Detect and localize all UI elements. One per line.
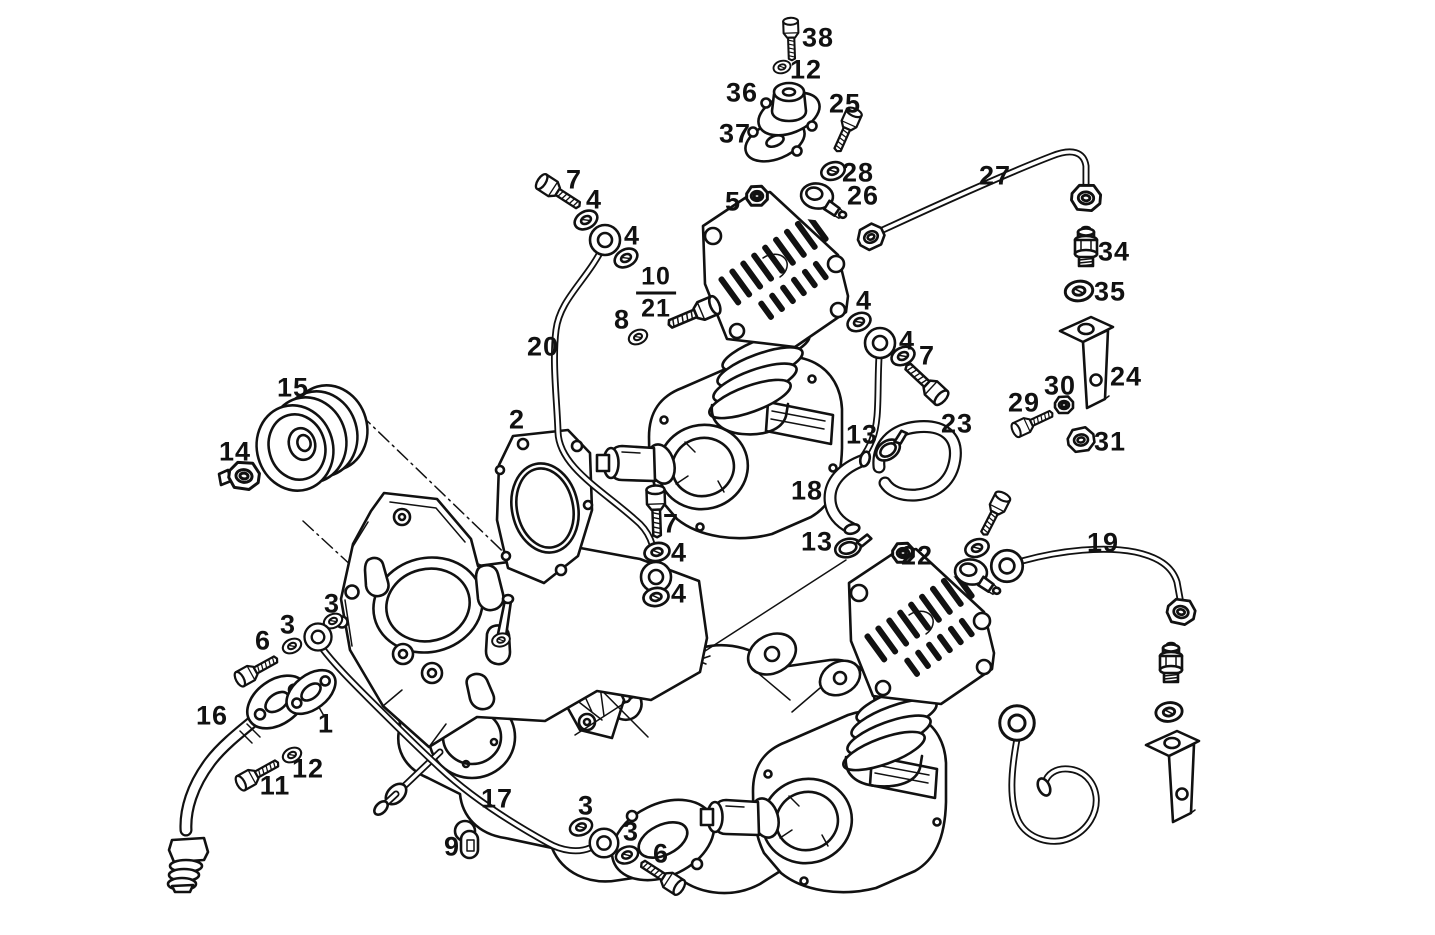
- oil-hose-16: [166, 674, 308, 894]
- callout-35: 35: [1093, 276, 1127, 307]
- pipe-17: [303, 622, 620, 859]
- callout-3: 3: [577, 790, 595, 821]
- callout-38: 38: [801, 22, 835, 53]
- clip-9: [453, 819, 480, 860]
- callout-4: 4: [670, 537, 688, 568]
- callout-3: 3: [279, 609, 297, 640]
- callout-15: 15: [276, 372, 310, 403]
- callout-31: 31: [1093, 426, 1127, 457]
- callout-36: 36: [725, 77, 759, 108]
- callout-12: 12: [789, 54, 823, 85]
- callout-4: 4: [855, 285, 873, 316]
- callout-30: 30: [1043, 370, 1077, 401]
- callout-17: 17: [480, 783, 514, 814]
- flange-gasket-1: [285, 668, 337, 717]
- callout-34: 34: [1097, 236, 1131, 267]
- callout-4: 4: [585, 184, 603, 215]
- callout-13: 13: [845, 419, 879, 450]
- callout-25: 25: [828, 88, 862, 119]
- pulley: [255, 384, 369, 492]
- callout-23: 23: [940, 408, 974, 439]
- callout-22: 22: [900, 540, 934, 571]
- callout-26: 26: [846, 180, 880, 211]
- downpipe-and-hoses: [823, 326, 962, 562]
- callout-11: 11: [259, 770, 291, 801]
- callout-7: 7: [918, 340, 936, 371]
- mounting-bracket: [335, 491, 709, 749]
- callout-18: 18: [790, 475, 824, 506]
- pump-stud: [489, 593, 515, 650]
- callout-7: 7: [565, 164, 583, 195]
- callout-14: 14: [218, 436, 252, 467]
- callout-4: 4: [670, 578, 688, 609]
- callout-4: 4: [898, 325, 916, 356]
- callout-3: 3: [622, 816, 640, 847]
- pipe-19: [989, 545, 1199, 628]
- j-pipe: [998, 704, 1100, 845]
- callout-6: 6: [254, 625, 272, 656]
- callout-3: 3: [323, 588, 341, 619]
- callout-19: 19: [1086, 527, 1120, 558]
- callout-6: 6: [652, 838, 670, 869]
- callout-2: 2: [508, 404, 526, 435]
- callout-13: 13: [800, 526, 834, 557]
- callout-8: 8: [613, 304, 631, 335]
- top-fittings: [744, 16, 865, 221]
- callout-12: 12: [291, 753, 325, 784]
- callout-27: 27: [978, 160, 1012, 191]
- callout-7: 7: [662, 508, 680, 539]
- callout-5: 5: [724, 186, 742, 217]
- pump-gasket: [494, 428, 594, 585]
- pipe-27: [852, 148, 1103, 254]
- callout-20: 20: [526, 331, 560, 362]
- callout-28: 28: [841, 157, 875, 188]
- callout-29: 29: [1007, 387, 1041, 418]
- callout-1: 1: [317, 708, 335, 739]
- callout-37: 37: [718, 118, 752, 149]
- callout-16: 16: [195, 700, 229, 731]
- delivery-pipe-20: [550, 223, 673, 594]
- callout-4: 4: [623, 220, 641, 251]
- callout-24: 24: [1109, 361, 1143, 392]
- callout-9: 9: [443, 831, 461, 862]
- pulley-nut: [217, 458, 263, 493]
